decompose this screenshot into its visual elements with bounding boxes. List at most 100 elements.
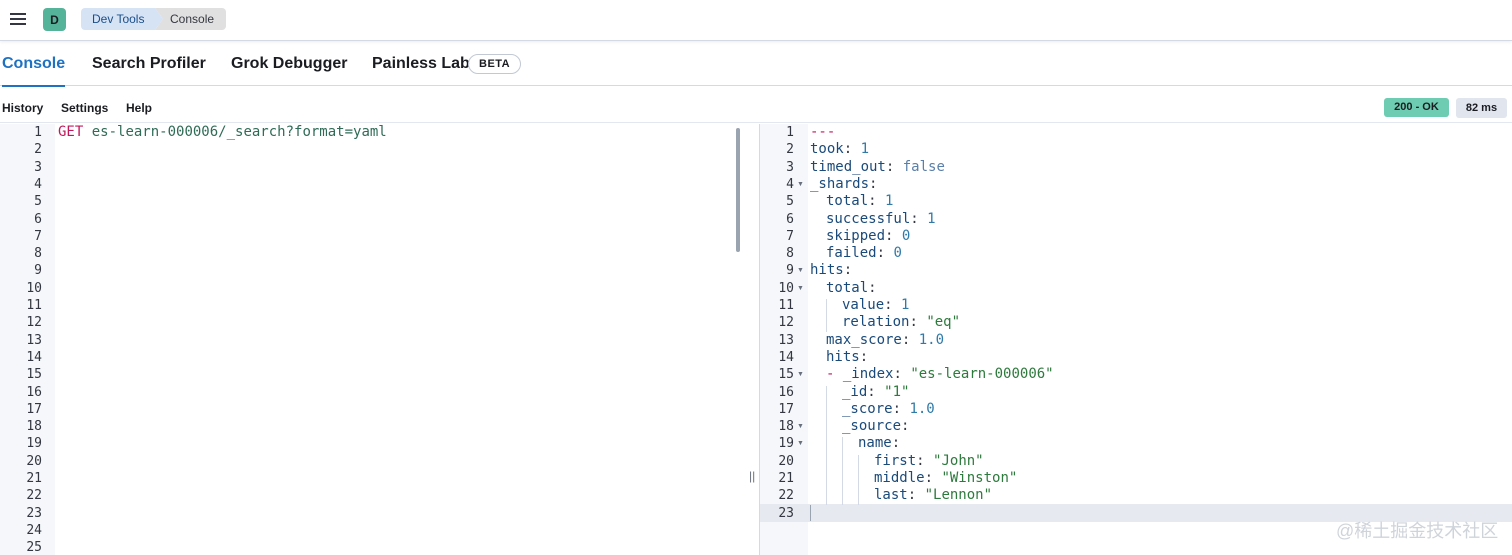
line-number: 23 [26,505,42,521]
breadcrumb-console: Console [155,8,226,30]
indent-guide [858,454,859,505]
line-number: 17 [778,401,794,417]
line-number: 15 [26,367,42,383]
response-line: skipped: 0 [826,227,911,244]
fold-toggle-icon[interactable]: ▼ [797,284,804,292]
tab-console[interactable]: Console [2,42,66,87]
request-method: GET [58,124,84,140]
beta-badge: BETA [468,54,522,74]
line-number: 10 [26,280,42,296]
response-line: timed_out: false [810,158,945,175]
fold-toggle-icon[interactable]: ▼ [797,440,804,448]
response-line: hits: [810,262,853,279]
line-number: 20 [778,453,794,469]
response-editor-gutter [760,124,808,555]
line-number: 19 [26,436,42,452]
hamburger-menu-icon[interactable] [8,10,28,28]
request-editor-gutter [0,124,55,555]
line-number: 22 [26,488,42,504]
response-line: last: "Lennon" [874,487,993,504]
history-button[interactable]: History [2,101,44,115]
line-number: 24 [26,522,42,538]
line-number: 16 [778,384,794,400]
response-time-badge: 82 ms [1456,98,1507,118]
line-number: 8 [786,246,794,262]
response-line: - _index: "es-learn-000006" [826,366,1054,383]
line-number: 25 [26,540,42,555]
line-number: 18 [26,419,42,435]
line-number: 14 [26,349,42,365]
watermark: @稀土掘金技术社区 [1336,521,1499,541]
response-line: total: 1 [826,193,894,210]
indent-guide [826,385,827,505]
request-path: es-learn-000006/_search?format=yaml [91,124,387,140]
request-editor-content[interactable]: GET es-learn-000006/_search?format=yaml [58,124,387,141]
line-number: 6 [34,211,42,227]
line-number: 22 [778,488,794,504]
response-line: _source: [842,418,910,435]
response-line: max_score: 1.0 [826,331,945,348]
line-number: 4 [786,176,794,192]
response-line: _score: 1.0 [842,400,935,417]
space-avatar[interactable]: D [43,8,66,31]
tab-search-profiler[interactable]: Search Profiler [92,55,206,72]
tab-painless-lab[interactable]: Painless Lab [372,55,470,72]
help-button[interactable]: Help [126,101,153,115]
line-number: 13 [26,332,42,348]
line-number: 23 [778,505,794,521]
line-number: 14 [778,349,794,365]
breadcrumb-dev-tools[interactable]: Dev Tools [81,8,163,30]
fold-toggle-icon[interactable]: ▼ [797,423,804,431]
indent-guide [826,299,827,332]
line-number: 21 [778,471,794,486]
line-number: 11 [26,298,42,313]
response-line: _id: "1" [842,383,910,400]
line-number: 17 [26,401,42,417]
settings-button[interactable]: Settings [61,101,109,115]
pane-resizer-handle[interactable]: || [749,469,756,483]
response-line: name: [858,435,901,452]
response-line: successful: 1 [826,210,936,227]
top-header: D Dev Tools Console [0,0,1512,41]
console-toolbar: History Settings Help [0,86,1512,123]
line-number: 3 [34,159,42,175]
tab-grok-debugger[interactable]: Grok Debugger [231,55,348,72]
fold-toggle-icon[interactable]: ▼ [797,371,804,379]
line-number: 1 [786,125,794,140]
line-number: 4 [34,176,42,192]
fold-toggle-icon[interactable]: ▼ [797,180,804,188]
line-number: 13 [778,332,794,348]
line-number: 18 [778,419,794,435]
response-active-line [760,504,1512,522]
pane-divider [759,124,760,555]
response-line: --- [810,124,836,140]
line-number: 19 [778,436,794,452]
line-number: 9 [34,263,42,279]
line-number: 12 [778,315,794,331]
line-number: 20 [26,453,42,469]
response-line: relation: "eq" [842,314,961,331]
line-number: 7 [34,228,42,244]
fold-toggle-icon[interactable]: ▼ [797,267,804,275]
request-editor-scrollbar[interactable] [736,128,740,252]
line-number: 1 [34,125,42,140]
response-line: failed: 0 [826,245,902,262]
response-line: _shards: [810,175,878,192]
line-number: 16 [26,384,42,400]
line-number: 8 [34,246,42,262]
line-number: 2 [34,142,42,158]
response-line: total: [826,279,877,296]
line-number: 5 [786,194,794,210]
response-line: first: "John" [874,452,984,469]
indent-guide [842,437,843,505]
line-number: 12 [26,315,42,331]
line-number: 6 [786,211,794,227]
text-cursor [810,505,811,521]
response-line: value: 1 [842,297,910,313]
line-number: 11 [778,298,794,313]
line-number: 10 [778,280,794,296]
line-number: 9 [786,263,794,279]
response-line: middle: "Winston" [874,470,1018,486]
line-number: 2 [786,142,794,158]
line-number: 7 [786,228,794,244]
